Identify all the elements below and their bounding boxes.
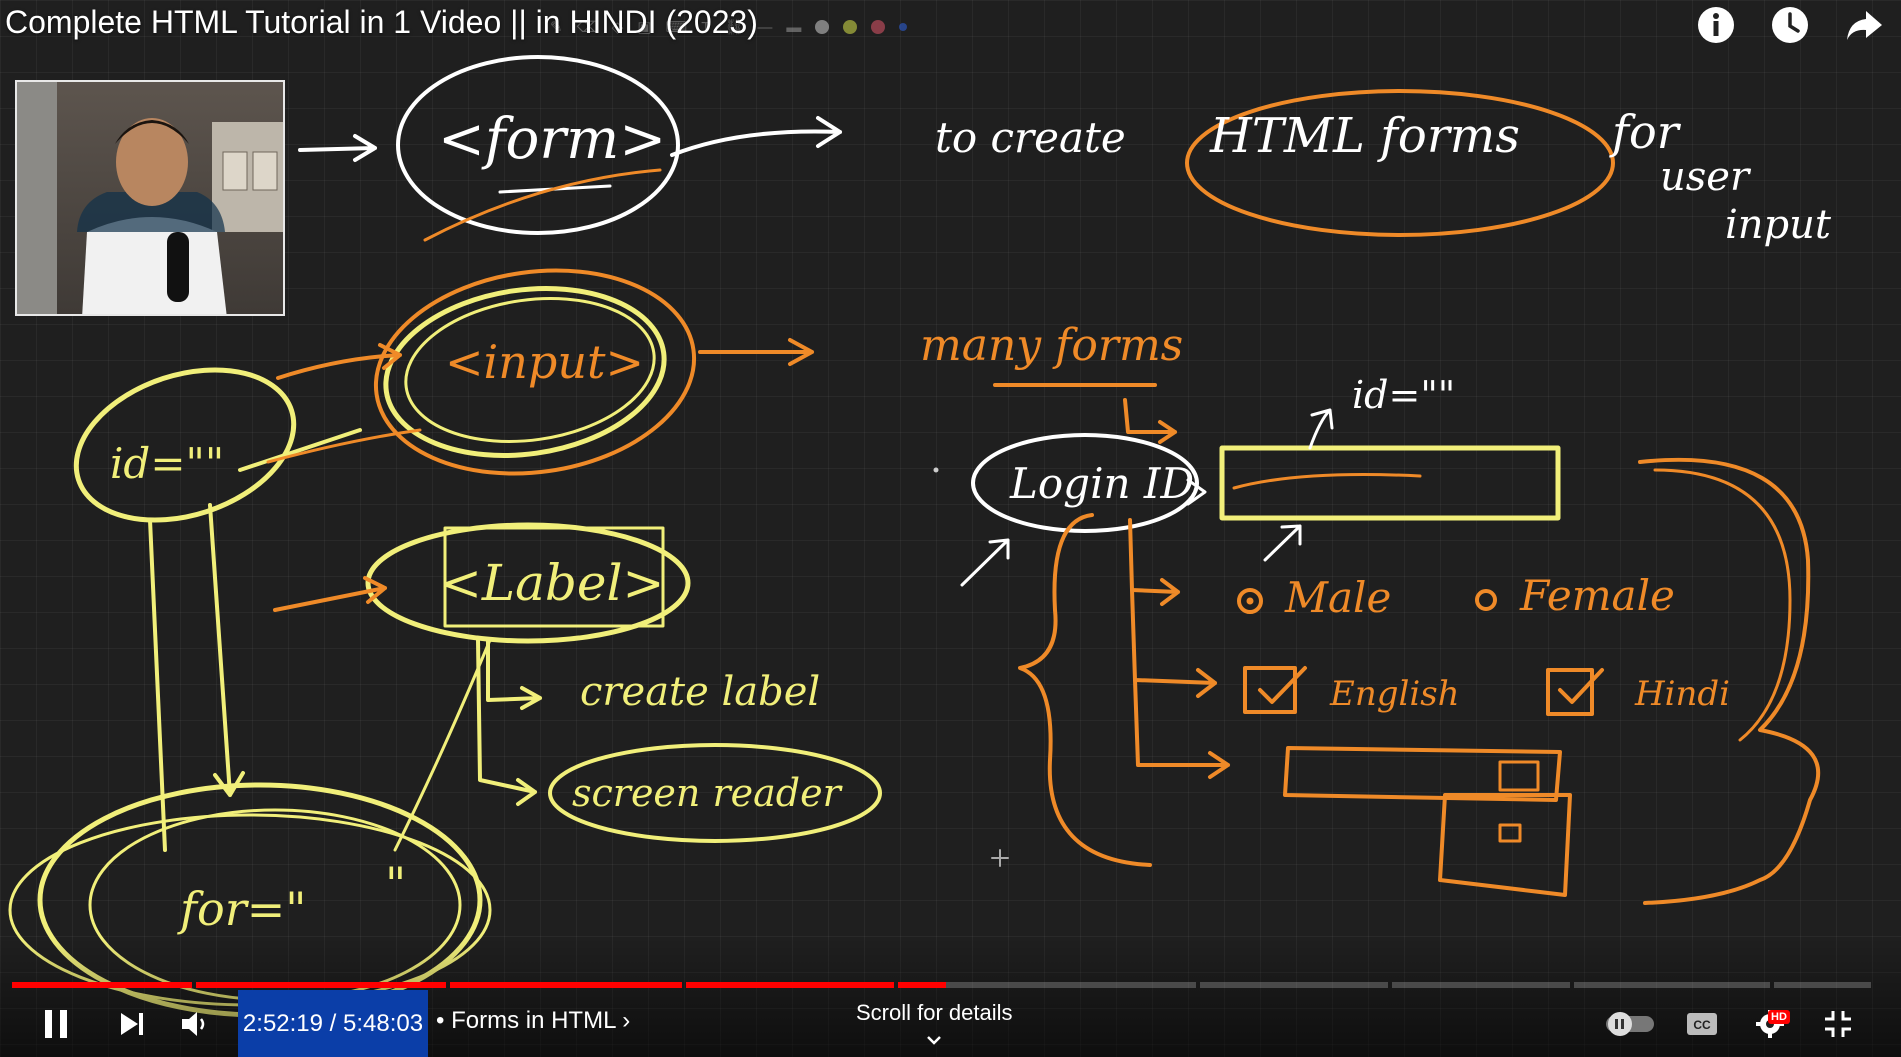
select-sketch <box>1283 746 1562 802</box>
form-tag-text: <form> <box>438 107 666 172</box>
chapter-segment[interactable] <box>686 982 894 988</box>
form-desc-circled-text: HTML forms <box>1209 108 1520 164</box>
hindi-text: Hindi <box>1634 674 1730 714</box>
chapter-segment[interactable] <box>1200 982 1388 988</box>
chapter-segment[interactable] <box>196 982 446 988</box>
pause-icon <box>45 1010 67 1038</box>
arrow-input-out <box>698 338 814 366</box>
id-attr-right-text: id="" <box>1352 373 1455 417</box>
form-desc-post1-text: for <box>1609 105 1682 159</box>
chapter-segment[interactable] <box>898 982 1196 988</box>
volume-icon <box>182 1012 205 1036</box>
line-thick-icon: ▬ <box>786 18 802 36</box>
eraser-icon: ⌫ <box>576 19 598 36</box>
id-attr-text: id="" <box>110 439 224 488</box>
english-text: English <box>1329 674 1460 714</box>
id-attr-circle <box>73 367 297 523</box>
watch-later-button[interactable] <box>1769 4 1811 46</box>
chapter-segment[interactable] <box>1574 982 1770 988</box>
color-swatch-white <box>815 20 830 34</box>
chevron-right-icon: › <box>622 1007 631 1034</box>
image-icon: ▣ <box>637 19 652 36</box>
chapter-title-button[interactable]: • Forms in HTML › <box>436 1007 630 1035</box>
form-desc-post3-text: input <box>1725 202 1832 248</box>
chapter-segment[interactable] <box>1392 982 1570 988</box>
presenter-webcam <box>15 80 285 316</box>
arrow-from-form <box>670 116 842 157</box>
form-desc-pre-text: to create <box>935 113 1126 162</box>
input-tag-text: <input> <box>445 335 644 389</box>
skip-next-icon <box>121 1013 143 1035</box>
time-display: 2:52:19 / 5:48:03 <box>238 990 428 1057</box>
screen-reader-circle <box>548 743 882 843</box>
color-swatch-red <box>871 20 886 34</box>
volume-button[interactable] <box>175 1004 215 1044</box>
chapter-segment[interactable] <box>1774 982 1871 988</box>
chevron-down-icon <box>927 1036 942 1045</box>
shape-icon: ◇ <box>611 19 624 36</box>
pause-button[interactable] <box>36 1004 76 1044</box>
share-arrow-icon <box>1847 11 1882 40</box>
color-swatch-blue <box>899 23 908 31</box>
text-tool-icon: T <box>701 18 711 36</box>
clock-icon <box>1772 7 1808 43</box>
html-forms-circle <box>1185 89 1615 237</box>
keyboard-icon: ⌨ <box>665 19 688 36</box>
whiteboard-toolbar: ✎ ⌫ ◇ ▣ ⌨ T ⛓ — ▬ <box>550 18 908 36</box>
next-button[interactable] <box>112 1004 152 1044</box>
presenter-image <box>17 82 283 314</box>
autoplay-toggle[interactable] <box>1604 1010 1656 1038</box>
pen-icon: ✎ <box>550 19 563 36</box>
cc-icon: CC <box>1687 1013 1717 1035</box>
exit-fullscreen-icon <box>1825 1011 1851 1037</box>
radio-sketch-female <box>1475 589 1497 611</box>
for-close-text: " <box>385 857 406 911</box>
left-brace <box>1018 513 1152 867</box>
autoplay-toggle-icon <box>1606 1012 1654 1036</box>
scroll-hint-text: Scroll for details <box>856 1000 1013 1025</box>
top-actions <box>1695 4 1885 46</box>
form-desc-post2-text: user <box>1660 154 1752 200</box>
color-swatch-yellow <box>843 20 858 34</box>
link-icon: ⛓ <box>724 19 744 36</box>
for-attr-text: for=" <box>177 882 306 936</box>
chapter-segment[interactable] <box>12 982 192 988</box>
right-brace <box>1638 457 1821 905</box>
chapter-title: • Forms in HTML <box>436 1007 616 1034</box>
input-box-sketch <box>1219 445 1561 521</box>
many-forms-text: many forms <box>920 320 1183 371</box>
label-tag-circle <box>365 522 691 644</box>
input-tag-circle <box>373 268 697 476</box>
arrow-to-form <box>298 134 377 162</box>
checkbox-sketch-hindi <box>1546 668 1594 716</box>
female-text: Female <box>1519 571 1675 620</box>
info-button[interactable] <box>1695 4 1737 46</box>
label-tag-text: <Label> <box>440 554 664 612</box>
share-button[interactable] <box>1843 4 1885 46</box>
chapter-segment[interactable] <box>450 982 682 988</box>
form-tag-circle <box>396 55 680 235</box>
info-icon <box>1698 7 1734 43</box>
scroll-for-details[interactable]: Scroll for details <box>856 1000 1013 1052</box>
male-text: Male <box>1284 573 1391 622</box>
screen-reader-text: screen reader <box>572 771 844 815</box>
svg-text:CC: CC <box>1693 1018 1711 1032</box>
radio-sketch-male <box>1237 588 1263 614</box>
login-id-text: Login ID <box>1009 459 1194 508</box>
create-label-text: create label <box>580 669 820 715</box>
login-id-circle <box>971 433 1199 533</box>
line-thin-icon: — <box>757 18 773 36</box>
exit-fullscreen-button[interactable] <box>1818 1006 1858 1042</box>
hd-badge: HD <box>1768 1010 1790 1024</box>
video-title[interactable]: Complete HTML Tutorial in 1 Video || in … <box>5 4 758 40</box>
captions-button[interactable]: CC <box>1682 1008 1722 1040</box>
progress-bar[interactable] <box>12 982 1871 988</box>
checkbox-sketch-english <box>1243 666 1297 714</box>
